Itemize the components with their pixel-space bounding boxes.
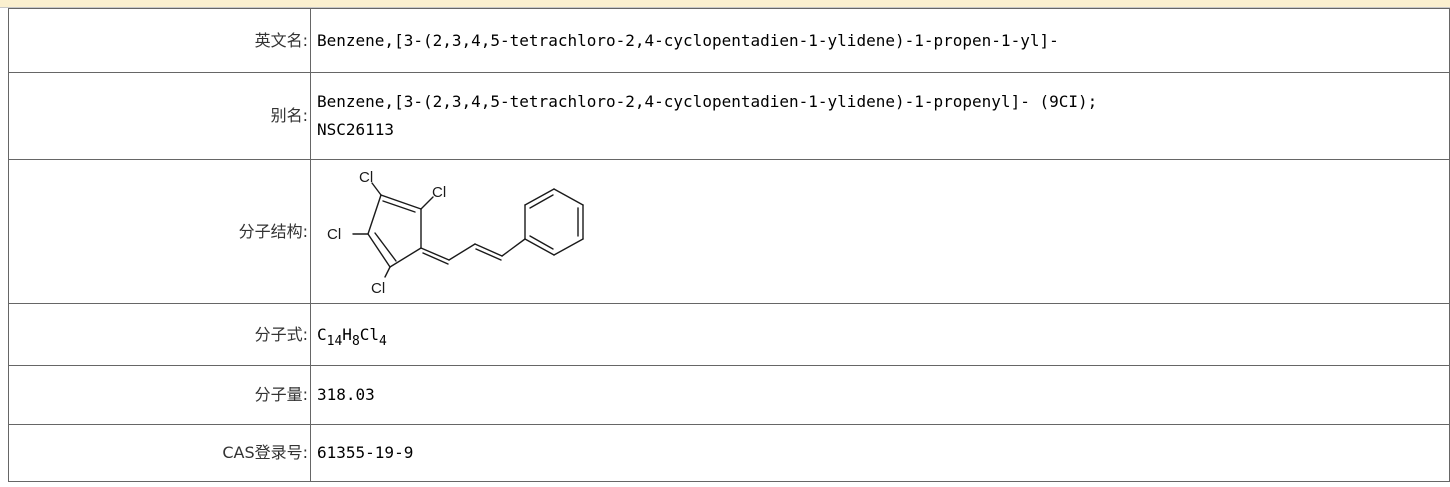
chlorine-atom-label: Cl <box>371 280 385 297</box>
formula-value-cell: C14H8Cl4 <box>310 303 1450 366</box>
formula-subscript: 14 <box>326 333 343 349</box>
english-name-value: Benzene,[3-(2,3,4,5-tetrachloro-2,4-cycl… <box>317 30 1059 50</box>
molecular-weight-value: 318.03 <box>317 385 375 404</box>
label-colon: : <box>302 385 308 404</box>
header-band <box>0 0 1450 8</box>
table-row: 分子结构: <box>8 159 1450 304</box>
formula-subscript: 8 <box>351 333 360 349</box>
table-row: 分子量: 318.03 <box>8 365 1450 425</box>
compound-info-table: 英文名: Benzene,[3-(2,3,4,5-tetrachloro-2,4… <box>8 8 1450 482</box>
synonym-item: NSC26113 <box>317 120 395 139</box>
chlorine-atom-label: Cl <box>327 226 341 243</box>
cas-value-cell: 61355-19-9 <box>310 424 1450 482</box>
structure-label-cell: 分子结构: <box>8 159 311 304</box>
molecular-structure-image: Cl Cl Cl Cl <box>327 169 584 297</box>
cas-label: CAS登录号 <box>222 443 303 462</box>
label-colon: : <box>302 221 308 241</box>
bond-lines <box>352 181 584 278</box>
table-row: 别名: Benzene,[3-(2,3,4,5-tetrachloro-2,4-… <box>8 72 1450 160</box>
table-row: 分子式: C14H8Cl4 <box>8 303 1450 366</box>
synonyms-value-cell: Benzene,[3-(2,3,4,5-tetrachloro-2,4-cycl… <box>310 72 1450 160</box>
formula-subscript: 4 <box>379 333 387 349</box>
structure-value-cell: Cl Cl Cl Cl <box>310 159 1450 304</box>
english-name-label-cell: 英文名: <box>8 8 311 73</box>
table-row: CAS登录号: 61355-19-9 <box>8 424 1450 482</box>
formula-label: 分子式 <box>254 324 303 344</box>
molecular-weight-label-cell: 分子量: <box>8 365 311 425</box>
synonyms-label-cell: 别名: <box>8 72 311 160</box>
formula-element: H <box>342 324 352 344</box>
molecular-weight-value-cell: 318.03 <box>310 365 1450 425</box>
synonym-item: Benzene,[3-(2,3,4,5-tetrachloro-2,4-cycl… <box>317 92 1098 111</box>
formula-label-cell: 分子式: <box>8 303 311 366</box>
chlorine-atom-label: Cl <box>359 169 373 186</box>
molecular-formula: C14H8Cl4 <box>317 324 387 348</box>
label-colon: : <box>302 324 308 344</box>
cas-number: 61355-19-9 <box>317 443 414 462</box>
synonyms-label: 别名 <box>270 106 303 125</box>
table-row: 英文名: Benzene,[3-(2,3,4,5-tetrachloro-2,4… <box>8 8 1450 73</box>
formula-element: Cl <box>359 324 380 344</box>
chlorine-atom-label: Cl <box>432 184 446 201</box>
structure-label: 分子结构 <box>238 221 303 241</box>
label-colon: : <box>302 30 308 50</box>
english-name-label: 英文名 <box>254 30 303 50</box>
cas-label-cell: CAS登录号: <box>8 424 311 482</box>
formula-element: C <box>317 324 327 344</box>
label-colon: : <box>302 443 308 462</box>
english-name-value-cell: Benzene,[3-(2,3,4,5-tetrachloro-2,4-cycl… <box>310 8 1450 73</box>
molecular-weight-label: 分子量 <box>254 385 303 404</box>
label-colon: : <box>302 106 308 125</box>
